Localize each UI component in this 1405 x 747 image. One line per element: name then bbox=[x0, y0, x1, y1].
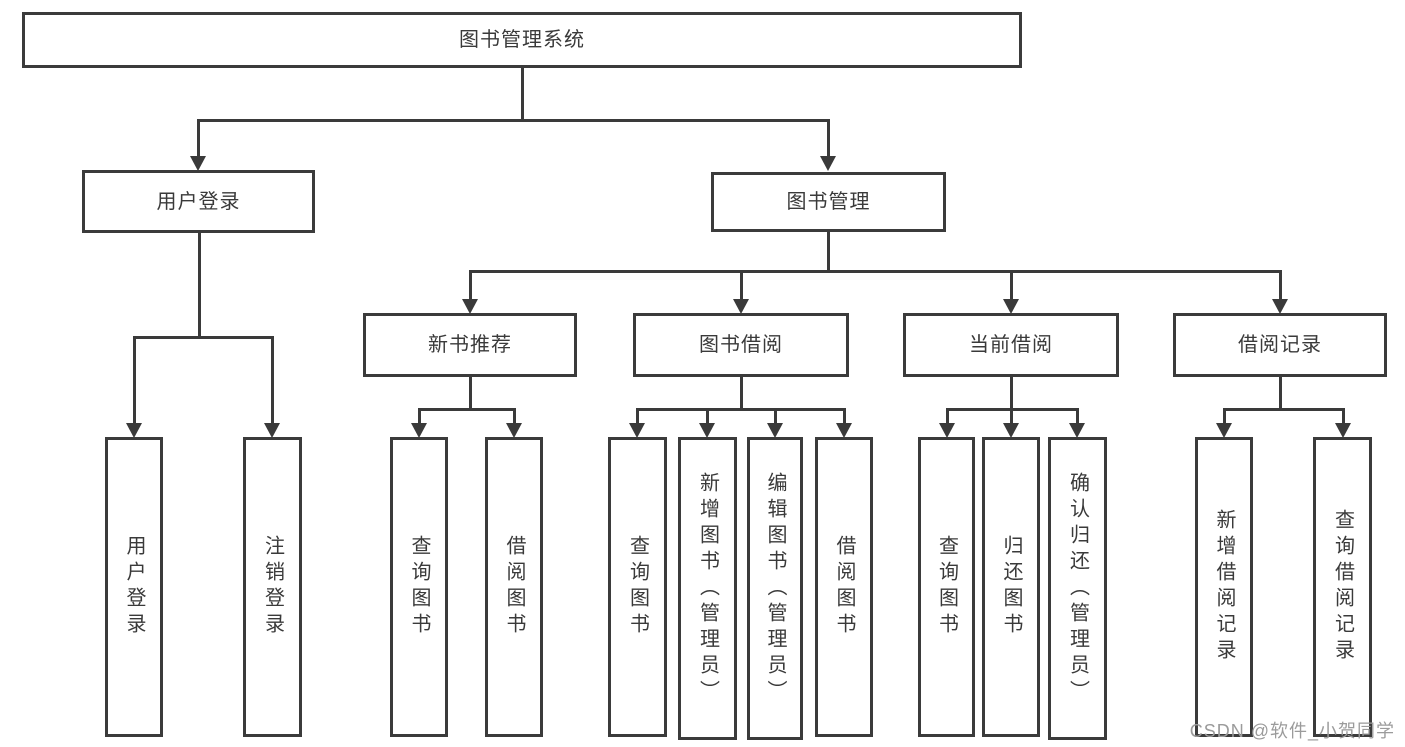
arrow-down-icon bbox=[1003, 299, 1019, 314]
connector-line bbox=[132, 336, 274, 339]
node-label: 归还图书 bbox=[1000, 535, 1022, 639]
node-label: 用户登录 bbox=[156, 190, 241, 213]
arrow-down-icon bbox=[767, 423, 783, 438]
node-book-management: 图书管理 bbox=[711, 172, 946, 232]
connector-line bbox=[417, 408, 516, 411]
connector-line bbox=[417, 408, 421, 423]
node-label: 新增图书（管理员） bbox=[696, 471, 719, 706]
connector-line bbox=[1341, 408, 1345, 423]
leaf-query-books-current: 查询图书 bbox=[918, 437, 975, 737]
arrow-down-icon bbox=[1069, 423, 1085, 438]
leaf-query-books-recommend: 查询图书 bbox=[390, 437, 448, 737]
leaf-borrow-books-borrowing: 借阅图书 bbox=[815, 437, 873, 737]
node-library-management-system: 图书管理系统 bbox=[22, 12, 1022, 68]
node-label: 当前借阅 bbox=[969, 334, 1053, 356]
leaf-query-books-borrowing: 查询图书 bbox=[608, 437, 667, 737]
node-label: 新书推荐 bbox=[428, 334, 512, 356]
connector-line bbox=[826, 232, 830, 273]
leaf-borrow-books-recommend: 借阅图书 bbox=[485, 437, 543, 737]
connector-line bbox=[468, 270, 472, 299]
node-label: 查询图书 bbox=[935, 535, 958, 639]
leaf-return-books: 归还图书 bbox=[982, 437, 1040, 737]
connector-line bbox=[739, 377, 743, 411]
csdn-watermark: CSDN @软件_小贺同学 bbox=[1189, 721, 1395, 741]
connector-line bbox=[468, 270, 1282, 273]
arrow-down-icon bbox=[506, 423, 522, 438]
arrow-down-icon bbox=[411, 423, 427, 438]
node-label: 新增借阅记录 bbox=[1213, 509, 1235, 665]
leaf-edit-books-admin: 编辑图书（管理员） bbox=[747, 437, 803, 740]
node-label: 借阅图书 bbox=[503, 535, 525, 639]
arrow-down-icon bbox=[629, 423, 645, 438]
node-current-borrowing: 当前借阅 bbox=[903, 313, 1119, 377]
node-label: 查询图书 bbox=[626, 535, 649, 639]
connector-line bbox=[512, 408, 516, 423]
connector-line bbox=[1009, 408, 1013, 423]
connector-line bbox=[270, 336, 274, 423]
node-label: 查询图书 bbox=[408, 535, 430, 639]
arrow-down-icon bbox=[939, 423, 955, 438]
arrow-down-icon bbox=[836, 423, 852, 438]
leaf-query-borrow-record: 查询借阅记录 bbox=[1313, 437, 1372, 737]
node-book-borrowing: 图书借阅 bbox=[633, 313, 849, 377]
node-label: 用户登录 bbox=[123, 535, 145, 639]
connector-line bbox=[520, 68, 524, 122]
leaf-user-login: 用户登录 bbox=[105, 437, 163, 737]
node-label: 借阅图书 bbox=[833, 535, 855, 639]
node-label: 注销登录 bbox=[261, 535, 284, 639]
connector-line bbox=[197, 233, 201, 339]
connector-line bbox=[826, 119, 830, 156]
arrow-down-icon bbox=[190, 156, 206, 171]
leaf-add-borrow-record: 新增借阅记录 bbox=[1195, 437, 1253, 737]
connector-line bbox=[842, 408, 846, 423]
node-label: 查询借阅记录 bbox=[1331, 509, 1354, 665]
arrow-down-icon bbox=[1335, 423, 1351, 438]
node-label: 图书管理 bbox=[786, 191, 871, 213]
leaf-add-books-admin: 新增图书（管理员） bbox=[678, 437, 737, 740]
connector-line bbox=[1009, 377, 1013, 411]
node-borrowing-records: 借阅记录 bbox=[1173, 313, 1387, 377]
arrow-down-icon bbox=[1272, 299, 1288, 314]
connector-line bbox=[1278, 377, 1282, 411]
node-label: 借阅记录 bbox=[1238, 334, 1322, 356]
arrow-down-icon bbox=[1216, 423, 1232, 438]
arrow-down-icon bbox=[126, 423, 142, 438]
node-label: 确认归还（管理员） bbox=[1066, 471, 1089, 706]
connector-line bbox=[739, 270, 743, 299]
connector-line bbox=[1075, 408, 1079, 423]
connector-line bbox=[1222, 408, 1345, 411]
connector-line bbox=[1222, 408, 1226, 423]
arrow-down-icon bbox=[1003, 423, 1019, 438]
connector-line bbox=[773, 408, 777, 423]
arrow-down-icon bbox=[820, 156, 836, 171]
connector-line bbox=[1009, 270, 1013, 299]
node-new-book-recommend: 新书推荐 bbox=[363, 313, 577, 377]
arrow-down-icon bbox=[699, 423, 715, 438]
node-label: 图书管理系统 bbox=[459, 29, 585, 51]
connector-line bbox=[705, 408, 709, 423]
node-user-login: 用户登录 bbox=[82, 170, 315, 233]
connector-line bbox=[196, 119, 830, 122]
arrow-down-icon bbox=[264, 423, 280, 438]
connector-line bbox=[1278, 270, 1282, 299]
node-label: 编辑图书（管理员） bbox=[764, 471, 786, 706]
connector-line bbox=[635, 408, 846, 411]
leaf-confirm-return-admin: 确认归还（管理员） bbox=[1048, 437, 1107, 740]
connector-line bbox=[132, 336, 136, 423]
connector-line bbox=[468, 377, 472, 411]
connector-line bbox=[945, 408, 949, 423]
arrow-down-icon bbox=[462, 299, 478, 314]
connector-line bbox=[635, 408, 639, 423]
connector-line bbox=[196, 119, 200, 156]
leaf-logout: 注销登录 bbox=[243, 437, 302, 737]
node-label: 图书借阅 bbox=[699, 334, 783, 356]
arrow-down-icon bbox=[733, 299, 749, 314]
